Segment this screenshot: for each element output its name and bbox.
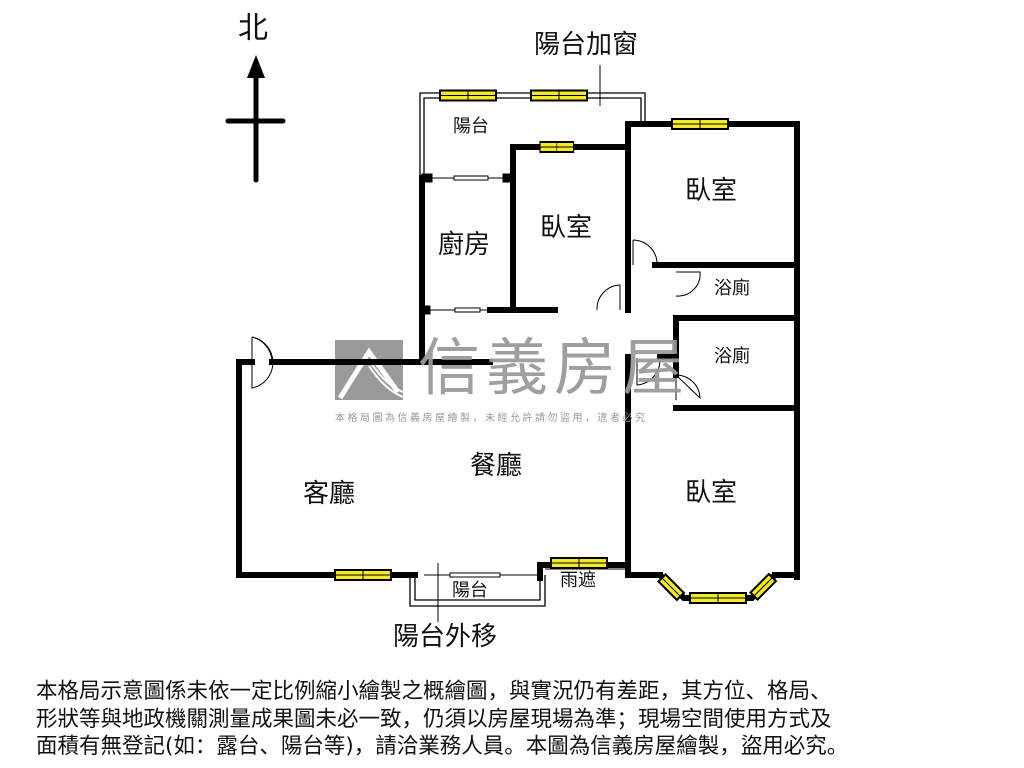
- window: [550, 557, 608, 569]
- room-label-kitchen: 廚房: [438, 230, 491, 260]
- south-balcony-outline: [409, 575, 546, 607]
- room-label-bathroom-1: 浴廁: [714, 278, 750, 299]
- north-arrow-icon: [225, 55, 286, 183]
- sliding-door: [424, 572, 537, 578]
- room-label-bedroom-se: 臥室: [685, 478, 738, 508]
- window: [530, 89, 588, 102]
- window: [439, 89, 497, 102]
- walls: [236, 121, 800, 581]
- annotation-balcony-window-added: 陽台加窗: [534, 30, 639, 60]
- window: [671, 118, 729, 130]
- sliding-door: [421, 173, 514, 183]
- bay-window: [657, 572, 778, 604]
- disclaimer-line: 本格局示意圖係未依一定比例縮小繪製之概繪圖，與實況仍有差距，其方位、格局、: [36, 679, 832, 704]
- window: [334, 569, 392, 581]
- room-label-living-room: 客廳: [303, 479, 356, 509]
- annotation-balcony-moved-out: 陽台外移: [393, 622, 498, 652]
- annotation-canopy: 雨遮: [560, 570, 596, 591]
- room-label-balcony-north: 陽台: [453, 116, 489, 137]
- disclaimer-line: 形狀等與地政機關測量成果圖未必一致，仍須以房屋現場為準；現場空間使用方式及: [36, 706, 832, 732]
- room-label-balcony-south: 陽台: [452, 580, 488, 601]
- watermark-notice: 本格局圖為信義房屋繪製，未經允許請勿盜用，違者必究: [335, 413, 648, 424]
- room-label-bedroom-center: 臥室: [540, 213, 593, 243]
- door-swing: [251, 239, 701, 400]
- room-label-bedroom-ne: 臥室: [685, 176, 738, 206]
- room-label-bathroom-2: 浴廁: [714, 346, 750, 367]
- window: [539, 141, 575, 153]
- disclaimer-line: 面積有無登記(如：露台、陽台等)，請洽業務人員。本圖為信義房屋繪製，盜用必究。: [36, 734, 849, 759]
- compass-label: 北: [238, 11, 268, 46]
- sliding-door: [421, 305, 490, 315]
- disclaimer: 本格局示意圖係未依一定比例縮小繪製之概繪圖，與實況仍有差距，其方位、格局、 形狀…: [36, 678, 996, 761]
- watermark-brand: 信義房屋: [418, 331, 691, 404]
- watermark-logo: [335, 340, 404, 400]
- room-label-dining-room: 餐廳: [470, 451, 523, 481]
